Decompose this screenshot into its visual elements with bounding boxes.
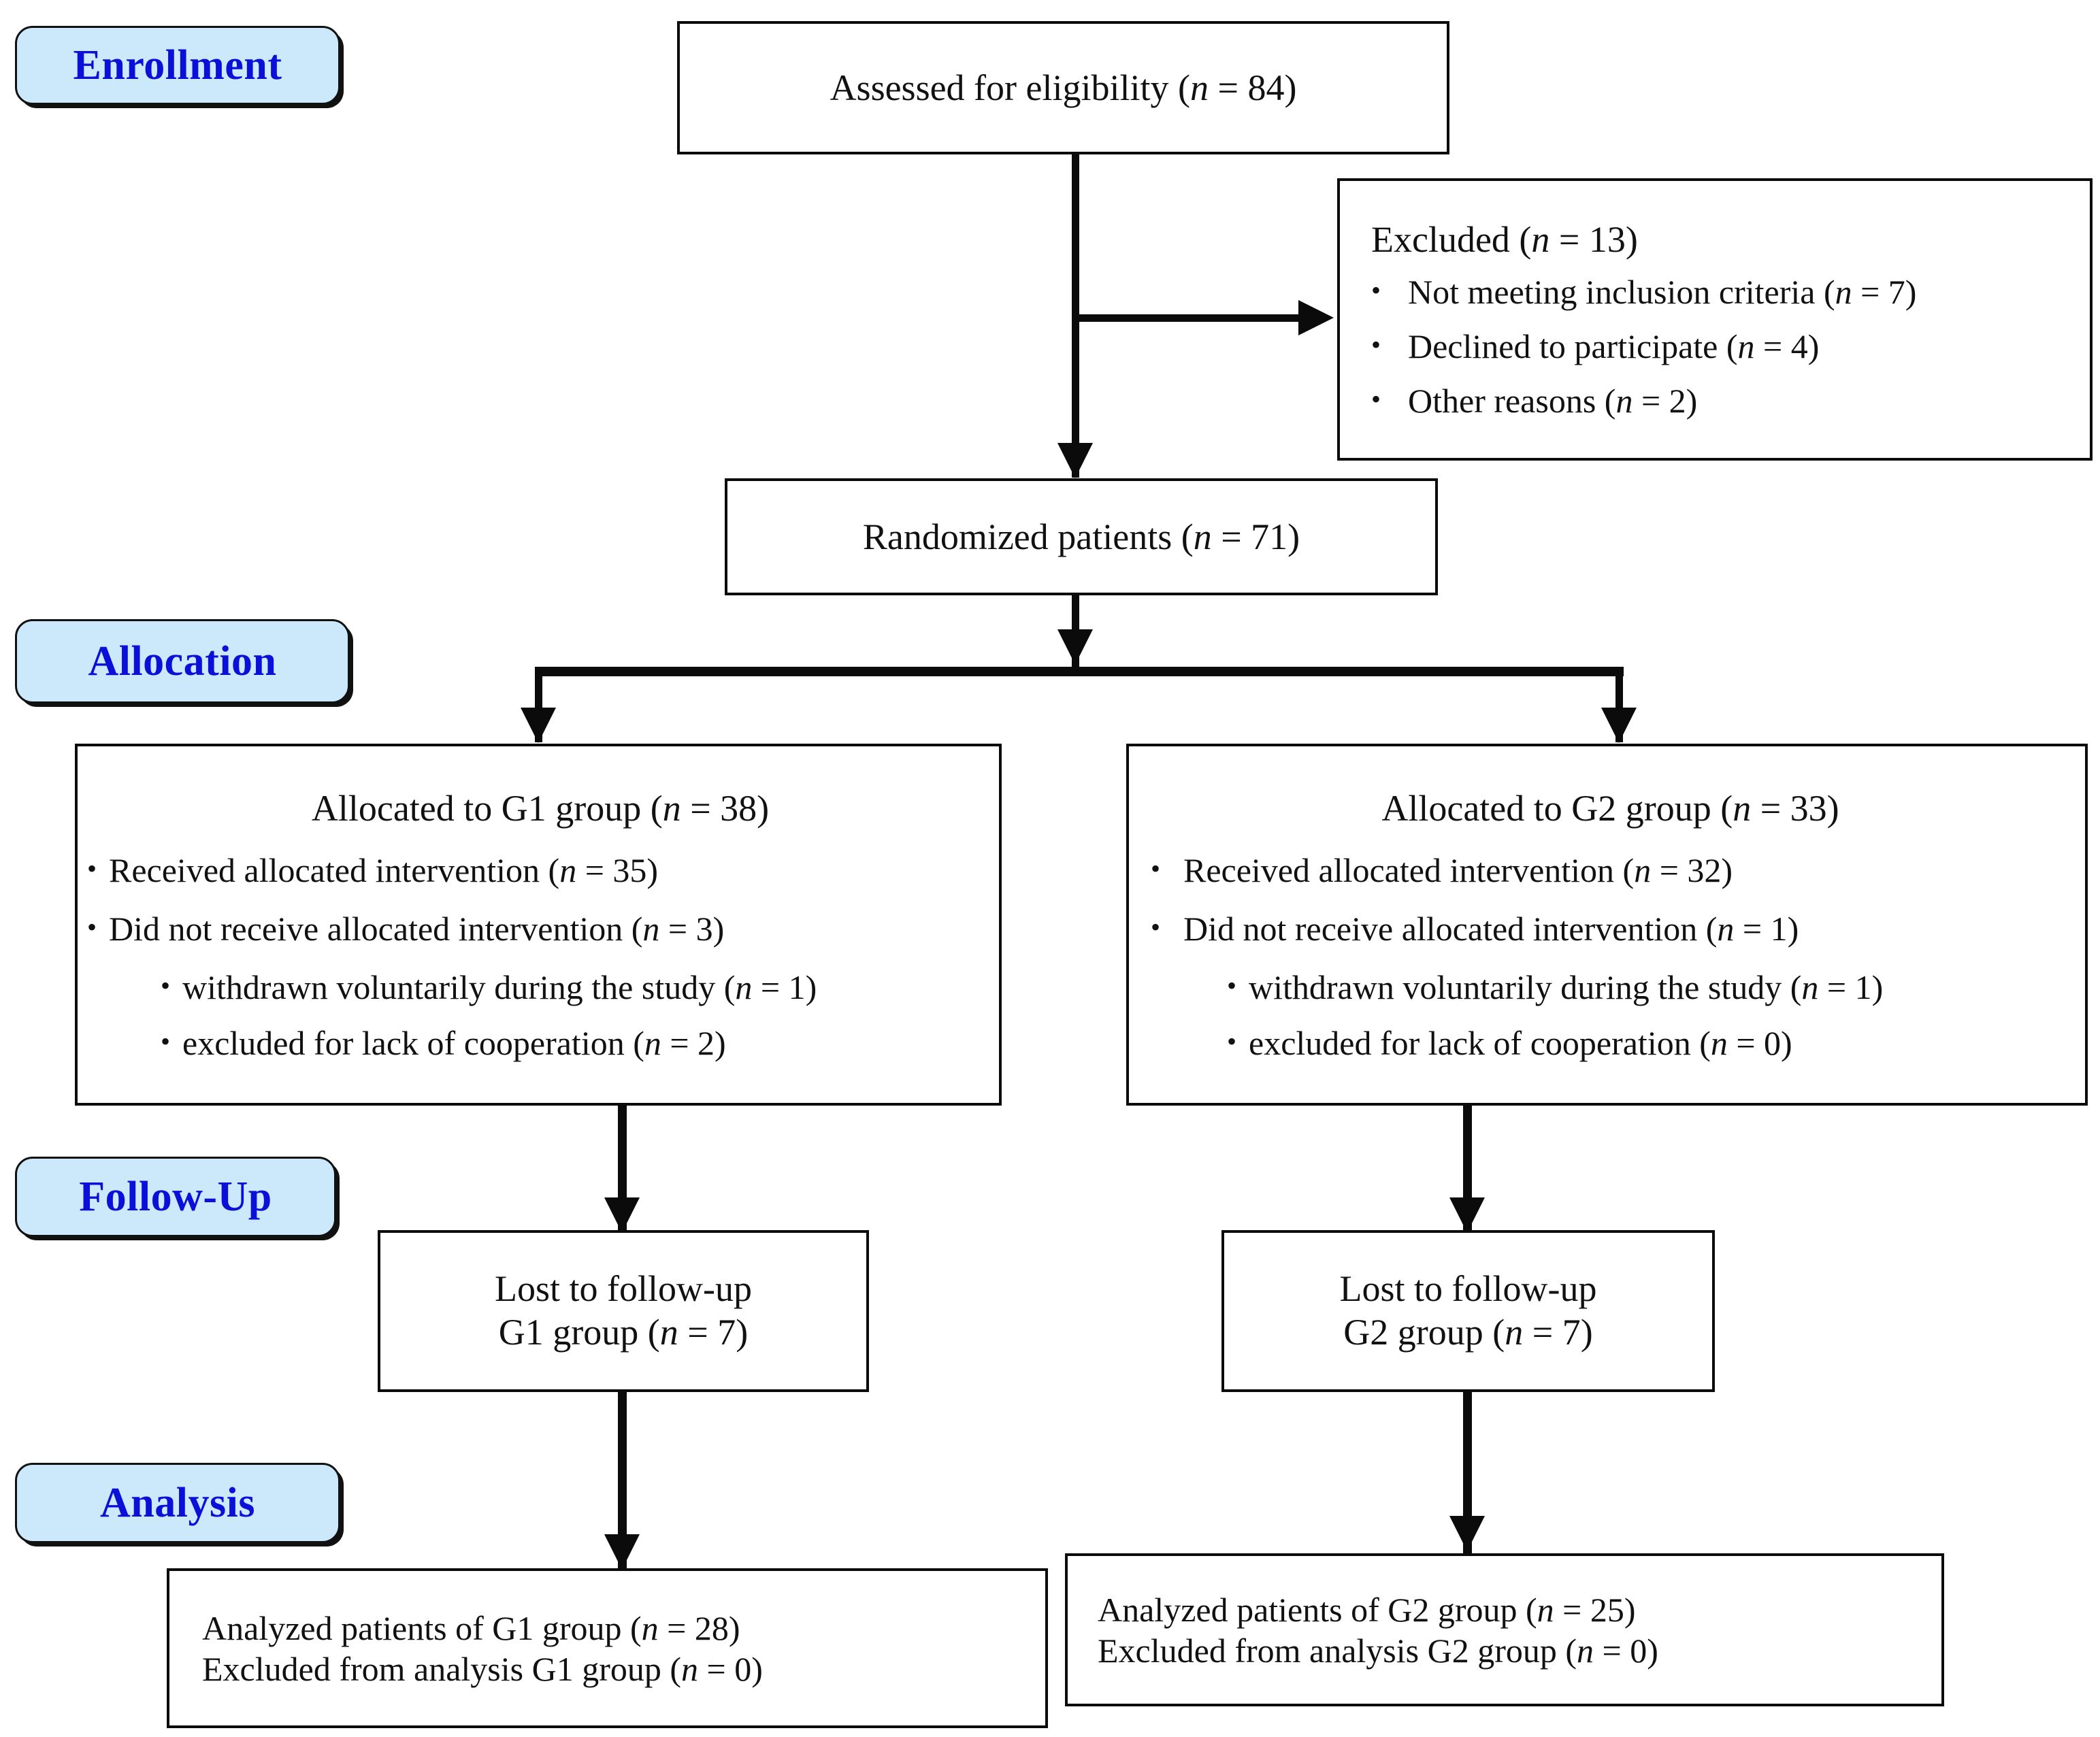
connector-alloc-right-drop xyxy=(1615,671,1623,742)
bullet-icon: • xyxy=(1151,853,1161,884)
connector-alloc-right-arrowhead xyxy=(1601,708,1637,743)
connector-lostfu-g1-to-analysis xyxy=(618,1391,627,1572)
n-symbol: n xyxy=(662,787,681,829)
box-lost-g1-line2: G1 group (n = 7) xyxy=(498,1312,749,1353)
n-symbol: n xyxy=(1710,1024,1728,1063)
box-analyzed-g2-line1: Analyzed patients of G2 group (n = 25) xyxy=(1098,1590,1636,1629)
n-symbol: n xyxy=(1737,327,1755,366)
box-analyzed-g2-line2: Excluded from analysis G2 group (n = 0) xyxy=(1098,1631,1658,1670)
box-lost-to-followup-g2: Lost to follow-up G2 group (n = 7) xyxy=(1221,1230,1715,1392)
n-symbol: n xyxy=(735,968,753,1007)
box-lost-g2-line2: G2 group (n = 7) xyxy=(1343,1312,1593,1353)
n-symbol: n xyxy=(1717,910,1735,948)
stage-label-followup: Follow-Up xyxy=(15,1157,336,1237)
stage-label-enrollment-text: Enrollment xyxy=(73,42,282,88)
list-item: • withdrawn voluntarily during the study… xyxy=(161,968,817,1007)
connector-lostfu-g2-to-analysis xyxy=(1463,1391,1472,1553)
stage-label-analysis-text: Analysis xyxy=(100,1479,255,1526)
bullet-icon: • xyxy=(1227,970,1237,1002)
list-item: • Did not receive allocated intervention… xyxy=(87,910,725,948)
bullet-icon: • xyxy=(87,912,97,943)
stage-label-allocation: Allocation xyxy=(15,619,350,704)
box-lost-g2-line1: Lost to follow-up xyxy=(1339,1268,1597,1310)
connector-split-arrowhead xyxy=(1057,629,1093,665)
stage-label-followup-text: Follow-Up xyxy=(79,1173,272,1220)
stage-label-allocation-text: Allocation xyxy=(88,638,277,684)
box-analyzed-g1: Analyzed patients of G1 group (n = 28) E… xyxy=(167,1568,1048,1728)
n-symbol: n xyxy=(644,1024,661,1063)
bullet-icon: • xyxy=(161,1026,171,1057)
bullet-icon: • xyxy=(1227,1026,1237,1057)
list-item: • Did not receive allocated intervention… xyxy=(1151,910,1799,948)
box-allocated-g2-title: Allocated to G2 group (n = 33) xyxy=(1381,787,1839,829)
n-symbol: n xyxy=(1193,516,1212,557)
connector-allocation-crossbar xyxy=(535,667,1624,676)
box-excluded-reason-list: • Not meeting inclusion criteria (n = 7)… xyxy=(1371,272,2069,420)
list-item: • Received allocated intervention (n = 3… xyxy=(87,851,659,890)
n-symbol: n xyxy=(1733,787,1752,829)
box-assessed-text: Assessed for eligibility (n = 84) xyxy=(830,67,1297,108)
connector-lostfu-g1-arrowhead xyxy=(604,1534,640,1570)
list-item: • Other reasons (n = 2) xyxy=(1371,382,1698,420)
list-item: • Received allocated intervention (n = 3… xyxy=(1151,851,1733,890)
n-symbol: n xyxy=(1615,382,1633,420)
box-lost-g1-line1: Lost to follow-up xyxy=(495,1268,752,1310)
connector-g2-to-lostfu-arrowhead xyxy=(1449,1197,1485,1233)
bullet-icon: • xyxy=(161,970,171,1002)
n-symbol: n xyxy=(1577,1631,1594,1670)
n-symbol: n xyxy=(1835,273,1852,312)
n-symbol: n xyxy=(1634,851,1652,890)
box-randomized-patients: Randomized patients (n = 71) xyxy=(725,478,1438,595)
n-symbol: n xyxy=(1801,968,1819,1007)
n-symbol: n xyxy=(1190,67,1209,108)
connector-alloc-left-arrowhead xyxy=(521,708,556,743)
box-excluded-heading: Excluded (n = 13) xyxy=(1371,218,1638,260)
box-analyzed-g2: Analyzed patients of G2 group (n = 25) E… xyxy=(1065,1553,1944,1706)
list-item: • excluded for lack of cooperation (n = … xyxy=(1227,1024,1792,1063)
bullet-icon: • xyxy=(1371,329,1381,361)
n-symbol: n xyxy=(1537,1590,1554,1629)
box-excluded: Excluded (n = 13) • Not meeting inclusio… xyxy=(1337,178,2093,461)
list-item: • Declined to participate (n = 4) xyxy=(1371,327,1820,366)
n-symbol: n xyxy=(681,1649,699,1688)
box-allocated-g2: Allocated to G2 group (n = 33) • Receive… xyxy=(1126,744,2088,1106)
n-symbol: n xyxy=(1505,1312,1524,1353)
n-symbol: n xyxy=(1531,218,1550,260)
stage-label-enrollment: Enrollment xyxy=(15,26,340,105)
connector-alloc-left-drop xyxy=(535,671,542,742)
connector-to-excluded-arrowhead xyxy=(1298,300,1334,335)
connector-to-excluded-line xyxy=(1075,314,1300,322)
n-symbol: n xyxy=(642,910,660,948)
list-item: • withdrawn voluntarily during the study… xyxy=(1227,968,1884,1007)
n-symbol: n xyxy=(641,1608,659,1647)
list-item: • excluded for lack of cooperation (n = … xyxy=(161,1024,726,1063)
box-assessed-for-eligibility: Assessed for eligibility (n = 84) xyxy=(677,21,1449,154)
connector-to-randomized-arrowhead xyxy=(1057,443,1093,478)
box-analyzed-g1-line1: Analyzed patients of G1 group (n = 28) xyxy=(202,1608,740,1647)
box-analyzed-g1-line2: Excluded from analysis G1 group (n = 0) xyxy=(202,1649,763,1688)
connector-lostfu-g2-arrowhead xyxy=(1449,1516,1485,1551)
box-allocated-g1-list: • Received allocated intervention (n = 3… xyxy=(87,850,994,1063)
bullet-icon: • xyxy=(1151,912,1161,943)
box-allocated-g1-title: Allocated to G1 group (n = 38) xyxy=(311,787,770,829)
bullet-icon: • xyxy=(87,853,97,884)
connector-g1-to-lostfu-arrowhead xyxy=(604,1197,640,1233)
stage-label-analysis: Analysis xyxy=(15,1463,340,1543)
bullet-icon: • xyxy=(1371,384,1381,415)
box-allocated-g2-list: • Received allocated intervention (n = 3… xyxy=(1141,850,2080,1063)
box-randomized-text: Randomized patients (n = 71) xyxy=(862,516,1300,557)
box-lost-to-followup-g1: Lost to follow-up G1 group (n = 7) xyxy=(378,1230,869,1392)
list-item: • Not meeting inclusion criteria (n = 7) xyxy=(1371,273,1917,312)
box-allocated-g1: Allocated to G1 group (n = 38) • Receive… xyxy=(75,744,1002,1106)
n-symbol: n xyxy=(559,851,577,890)
bullet-icon: • xyxy=(1371,275,1381,306)
n-symbol: n xyxy=(659,1312,678,1353)
